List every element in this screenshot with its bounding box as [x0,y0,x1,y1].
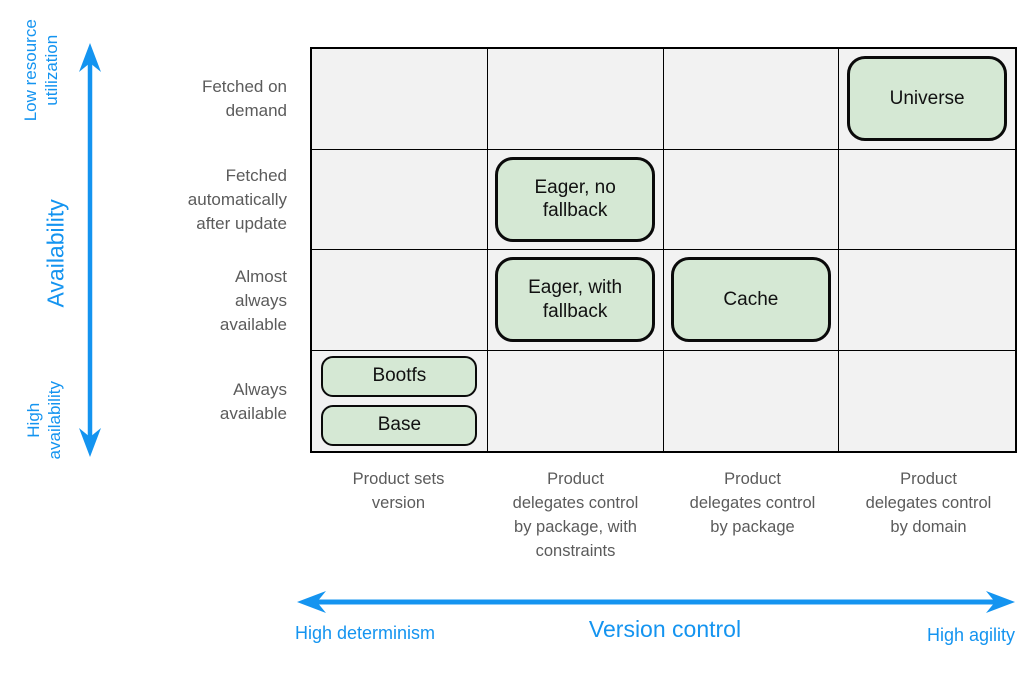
matrix-cell [839,149,1015,250]
matrix-grid: Universe Eager, no fallback Eager, with … [310,47,1017,453]
matrix-cell [663,49,840,150]
row-label-almost-always: Almost always available [219,266,287,335]
matrix-cell [312,250,488,351]
col-label-delegates-by-package: Product delegates control by package [689,470,816,536]
matrix-cell: Cache [663,250,840,351]
matrix-cell [663,149,840,250]
col-label-product-sets-version: Product sets version [352,470,445,512]
box-base: Base [321,404,478,446]
row-label-fetched-after-update: Fetched automatically after update [187,165,287,234]
x-axis-right-label: High agility [926,625,1015,645]
box-eager-with-fallback: Eager, with fallback [495,257,656,343]
col-label-delegates-with-constraints: Product delegates control by package, wi… [512,470,639,560]
matrix-cell: Eager, with fallback [487,250,664,351]
horizontal-double-arrow-icon [297,591,1015,613]
x-axis-title: Version control [588,616,742,642]
matrix-cell: Eager, no fallback [487,149,664,250]
matrix-cell: Bootfs Base [312,350,488,451]
col-label-delegates-by-domain: Product delegates control by domain [865,470,992,536]
box-eager-no-fallback: Eager, no fallback [495,156,656,242]
matrix-cell [839,350,1015,451]
matrix-cell [663,350,840,451]
box-universe: Universe [847,56,1008,142]
box-cache: Cache [670,257,831,343]
matrix-cell [312,149,488,250]
matrix-cell: Universe [839,49,1015,150]
matrix-cell [839,250,1015,351]
box-bootfs: Bootfs [321,355,478,397]
x-axis-left-label: High determinism [295,623,436,643]
matrix-cell [312,49,488,150]
row-label-fetched-on-demand: Fetched on demand [201,76,287,120]
row-label-always-available: Always available [219,379,287,423]
matrix-cell [487,49,664,150]
matrix-cell [487,350,664,451]
